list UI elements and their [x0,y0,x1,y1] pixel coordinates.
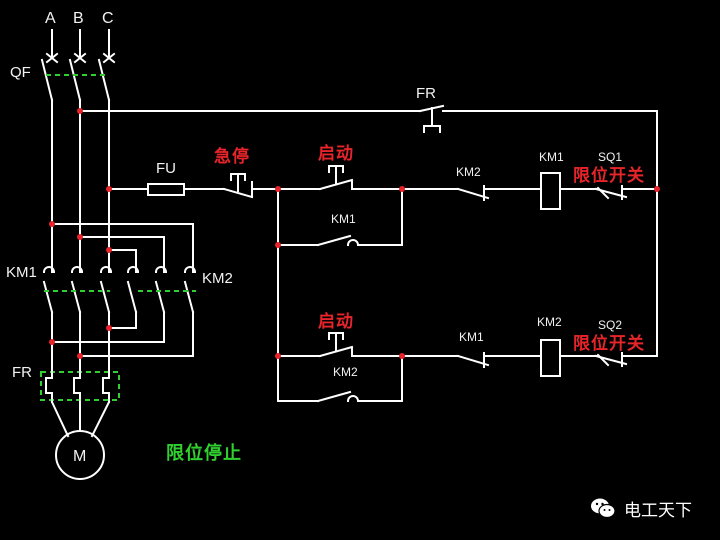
fr-power-label: FR [12,364,32,381]
km1-power-label: KM1 [6,264,37,281]
limit1-label: 限位开关 [573,165,645,186]
phase-c-label: C [102,10,114,27]
sq2-limit-switch [594,352,658,367]
watermark-text: 电工天下 [624,500,692,521]
start1-label: 启动 [318,143,354,164]
wechat-icon [591,498,616,519]
sq1-limit-switch [594,185,658,200]
fr-contact-label: FR [416,85,436,102]
km2-power-contacts [126,266,197,314]
km2-hold-label: KM2 [333,365,358,379]
start2-button [318,332,354,358]
phase-a-label: A [45,10,56,27]
phase-b-label: B [73,10,84,27]
estop-label: 急停 [214,146,250,167]
km2-interlock-contact [456,185,542,201]
junction-dots [49,108,660,359]
start2-label: 启动 [318,311,354,332]
reversing-wiring [51,223,194,273]
km2-coil-label: KM2 [537,315,562,329]
fr-control-contact [418,104,658,133]
km1-hold-label: KM1 [331,212,356,226]
motor-symbol [55,430,105,480]
sq2-label: SQ2 [598,318,622,332]
km1-interlock-label: KM1 [459,330,484,344]
km2-power-label: KM2 [202,270,233,287]
qf-label: QF [10,64,31,81]
km1-power-contacts [42,266,113,314]
fr-thermal-relay [40,371,120,403]
fu-fuse [147,183,185,196]
fu-label: FU [156,160,176,177]
km1-coil [540,172,561,210]
motor-label: M [73,448,86,465]
caption-limit-stop: 限位停止 [166,442,242,464]
limit2-label: 限位开关 [573,333,645,354]
start1-button [318,165,354,191]
km2-coil [540,339,561,377]
estop-button [222,173,279,199]
km1-interlock-contact [456,352,542,368]
sq1-label: SQ1 [598,150,622,164]
watermark: 电工天下 [590,495,692,521]
km2-interlock-label: KM2 [456,165,481,179]
qf-breaker [40,29,116,102]
km1-coil-label: KM1 [539,150,564,164]
